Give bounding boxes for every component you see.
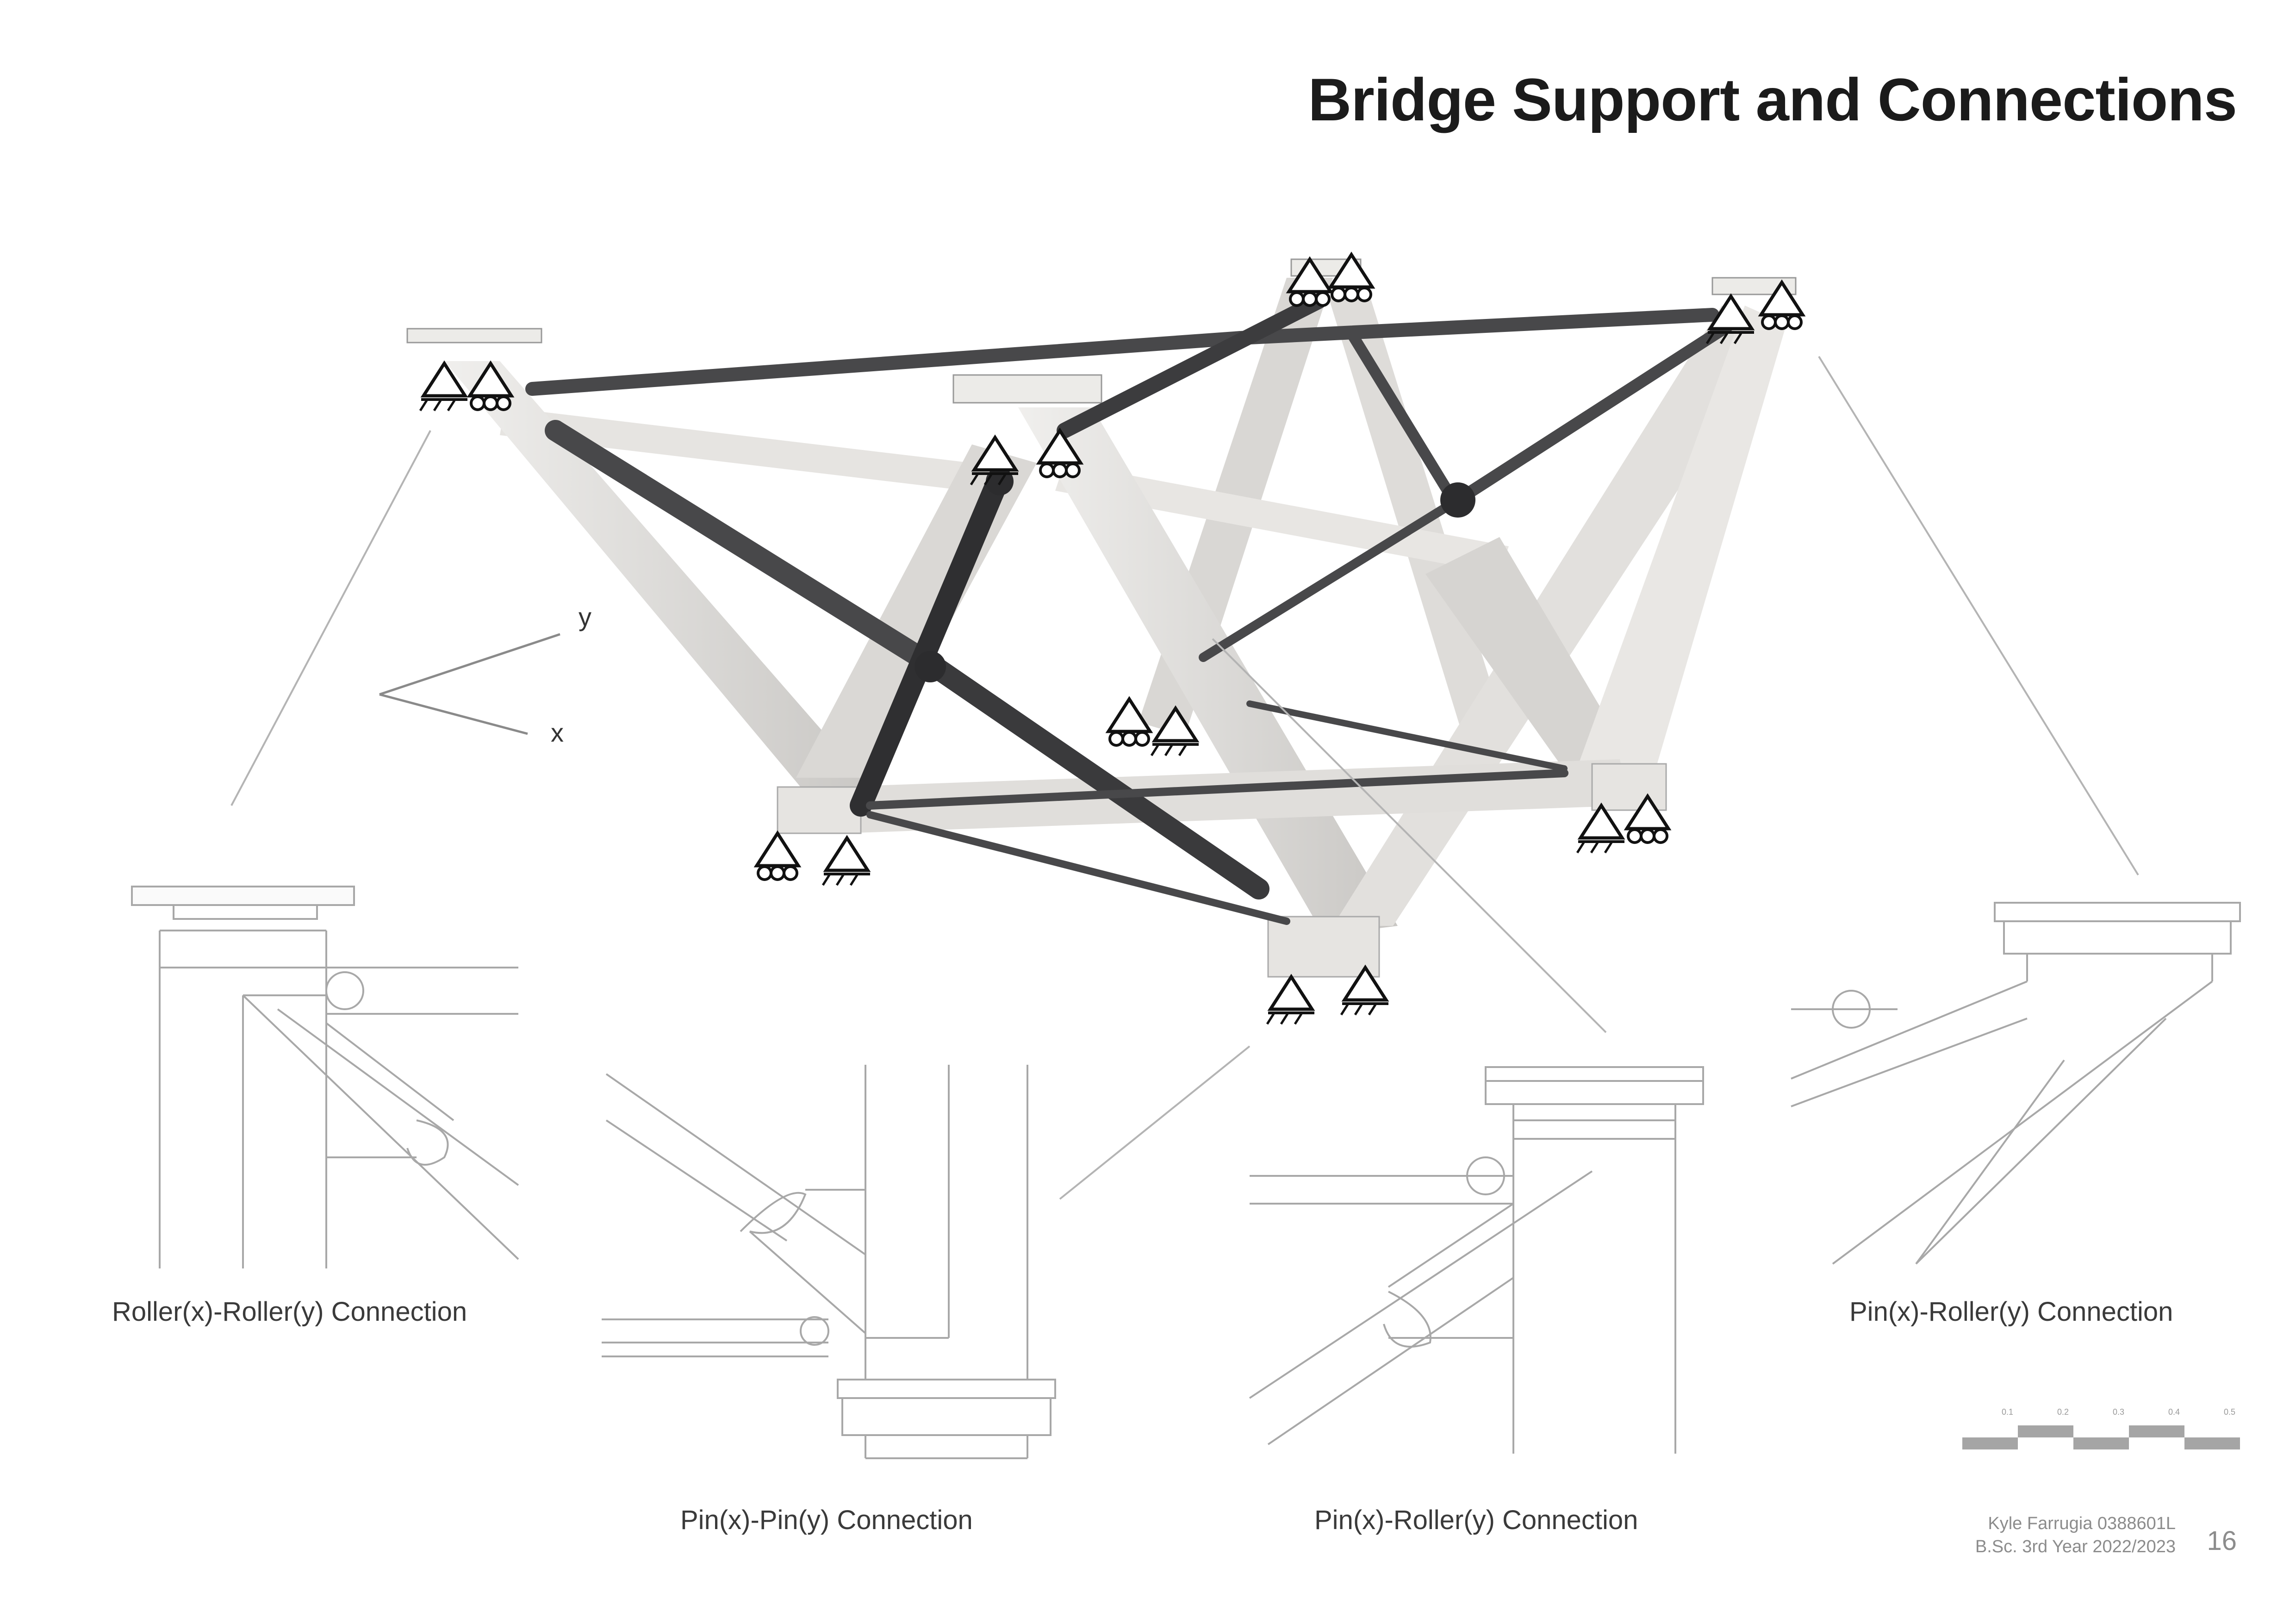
page-title: Bridge Support and Connections bbox=[1308, 66, 2237, 133]
concrete-beam bbox=[500, 407, 972, 491]
roller-support-icon bbox=[1108, 699, 1150, 745]
scale-tick-label: 0.4 bbox=[2168, 1407, 2180, 1417]
caption-pin-pin: Pin(x)-Pin(y) Connection bbox=[680, 1505, 973, 1535]
scale-tick-label: 0.3 bbox=[2113, 1407, 2125, 1417]
scale-tick-label: 0.2 bbox=[2057, 1407, 2069, 1417]
bearing-plate bbox=[952, 374, 1102, 404]
pin-support-icon bbox=[1577, 806, 1624, 853]
axes-indicator bbox=[379, 633, 560, 735]
axis-y-label: y bbox=[579, 602, 591, 631]
page-number: 16 bbox=[2207, 1526, 2237, 1556]
credit-course: B.Sc. 3rd Year 2022/2023 bbox=[1975, 1537, 2176, 1556]
base-block bbox=[1591, 763, 1667, 811]
base-block bbox=[777, 786, 862, 834]
concrete-beam bbox=[1055, 463, 1509, 574]
axis-x-label: x bbox=[551, 718, 564, 747]
detail-pin-roller-right bbox=[1791, 902, 2241, 1265]
caption-roller-roller: Roller(x)-Roller(y) Connection bbox=[112, 1297, 467, 1327]
bearing-plate bbox=[406, 328, 542, 344]
steel-tubes bbox=[525, 293, 1737, 925]
steel-node bbox=[915, 651, 946, 682]
caption-pin-roller-center: Pin(x)-Roller(y) Connection bbox=[1314, 1505, 1638, 1535]
scale-tick-label: 0.1 bbox=[2002, 1407, 2014, 1417]
credit-author: Kyle Farrugia 0388601L bbox=[1988, 1514, 2176, 1533]
caption-pin-roller-right: Pin(x)-Roller(y) Connection bbox=[1849, 1297, 2173, 1327]
leader-lines bbox=[230, 356, 2139, 1200]
detail-pin-roller-center bbox=[1249, 1066, 1704, 1454]
steel-node bbox=[1440, 482, 1475, 518]
detail-pin-pin bbox=[602, 1065, 1056, 1459]
detail-roller-roller bbox=[131, 886, 519, 1268]
base-block bbox=[1267, 916, 1380, 978]
roller-support-icon bbox=[757, 833, 798, 880]
pin-support-icon bbox=[1267, 977, 1314, 1024]
scale-bar bbox=[1962, 1425, 2240, 1449]
concrete-beam bbox=[444, 361, 879, 815]
bridge-support-structure bbox=[406, 255, 1803, 1024]
concrete-beam bbox=[1574, 306, 1786, 796]
pin-support-icon bbox=[823, 838, 870, 885]
scale-tick-label: 0.5 bbox=[2224, 1407, 2236, 1417]
